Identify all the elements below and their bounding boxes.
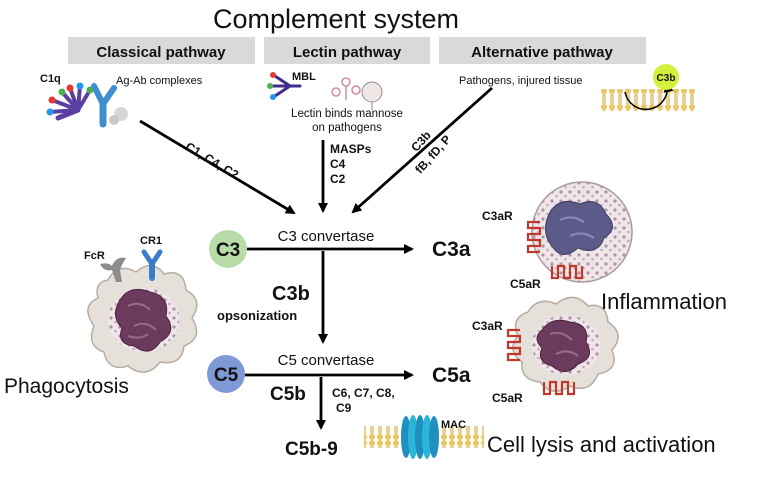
c3-circle-label: C3 [216, 240, 240, 261]
c3ar-receptor-bottom-icon [506, 328, 522, 362]
classical-pathway-header: Classical pathway [68, 37, 255, 64]
neutrophil-cell-icon [531, 181, 633, 283]
classical-trigger-label: Ag-Ab complexes [116, 75, 203, 87]
c3-circle [209, 230, 247, 268]
c3ar-receptor-top-icon [526, 220, 542, 254]
fcr-label: FcR [84, 250, 105, 262]
classical-arrow-label: C1, C4, C2 [183, 139, 241, 182]
c1q-label: C1q [40, 73, 61, 85]
c5b-label: C5b [270, 384, 306, 405]
alternative-pathway-label: Alternative pathway [471, 44, 613, 61]
antibody-icon [91, 83, 128, 128]
c1q-icon [46, 82, 94, 121]
opsonization-label: opsonization [217, 308, 297, 323]
mac-pore-icon [401, 415, 439, 459]
c5-convertase-label: C5 convertase [278, 352, 375, 369]
lectin-arrow-label-1: MASPs [330, 142, 372, 156]
c3ar-bottom-label: C3aR [472, 319, 503, 333]
c3b-badge-icon [653, 64, 679, 90]
cell-lysis-label: Cell lysis and activation [487, 432, 716, 457]
phagocytosis-label: Phagocytosis [4, 375, 129, 398]
mannose-icon [331, 77, 361, 100]
c5ar-receptor-bottom-icon [542, 380, 576, 396]
amplification-loop-icon [624, 82, 674, 111]
c5a-label: C5a [432, 364, 471, 387]
c5b9-label: C5b-9 [285, 439, 338, 460]
c5-circle-label: C5 [214, 365, 239, 386]
c5ar-top-label: C5aR [510, 277, 541, 291]
pathogen-icon [361, 81, 383, 110]
c5ar-receptor-top-icon [550, 264, 584, 280]
classical-pathway-label: Classical pathway [96, 44, 226, 61]
cr1-label: CR1 [140, 235, 162, 247]
phagocyte-cell-icon [87, 264, 198, 373]
late-components-line2: C9 [336, 401, 352, 415]
inflammation-label: Inflammation [601, 289, 727, 314]
late-components-line1: C6, C7, C8, [332, 386, 395, 400]
diagram-title: Complement system [213, 4, 459, 34]
membrane-icon [600, 89, 695, 111]
alternative-arrow [351, 86, 493, 214]
lectin-trigger-line1: Lectin binds mannose [291, 108, 403, 120]
alternative-trigger-label: Pathogens, injured tissue [459, 75, 583, 87]
lectin-arrow-label-3: C2 [330, 172, 346, 186]
c3b-badge-label: C3b [657, 73, 676, 84]
mbl-icon [267, 72, 302, 100]
lectin-arrow-label-2: C4 [330, 157, 346, 171]
mac-label: MAC [441, 419, 466, 431]
c5ar-bottom-label: C5aR [492, 391, 523, 405]
lectin-pathway-header: Lectin pathway [264, 37, 430, 64]
macrophage-cell-icon [512, 296, 619, 392]
cr1-receptor-icon [141, 249, 163, 281]
classical-arrow [139, 119, 296, 215]
fcr-receptor-icon [100, 257, 126, 282]
mbl-label: MBL [292, 71, 316, 83]
lectin-trigger-line2: on pathogens [312, 122, 382, 134]
alternative-pathway-header: Alternative pathway [439, 37, 646, 64]
lectin-pathway-label: Lectin pathway [293, 44, 402, 61]
c3b-label: C3b [272, 283, 310, 305]
c3a-label: C3a [432, 238, 471, 261]
c3-convertase-label: C3 convertase [278, 228, 375, 245]
c5-circle [207, 355, 245, 393]
c3ar-top-label: C3aR [482, 209, 513, 223]
